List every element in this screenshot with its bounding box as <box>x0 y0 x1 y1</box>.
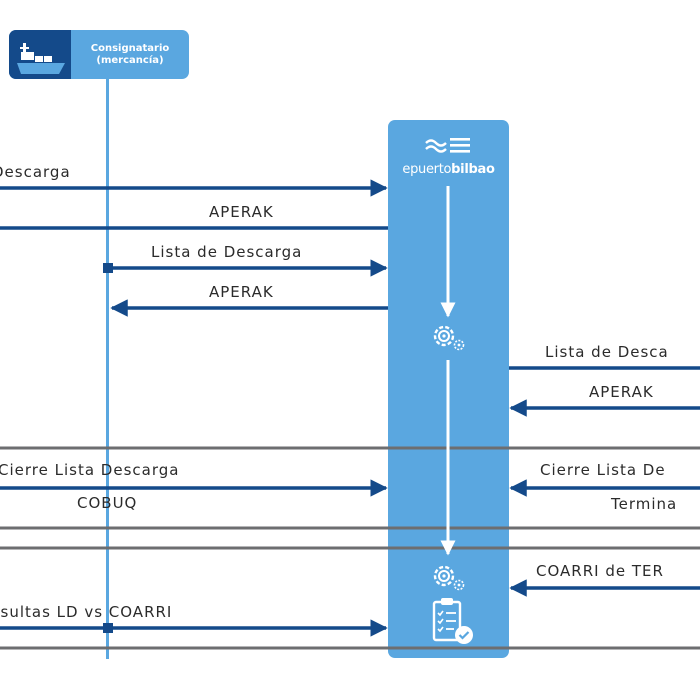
label-cierre-lista-descarga: Cierre Lista Descarga <box>0 461 180 479</box>
port-waves-icon <box>424 134 474 158</box>
consignee-lifeline <box>106 79 109 659</box>
label-lista-de-descarga: Lista de Descarga <box>151 243 303 261</box>
ship-cargo-icon <box>9 30 71 79</box>
label-aperak-right: APERAK <box>589 383 654 401</box>
label-aperak-2: APERAK <box>209 283 274 301</box>
process-gears-icon-1 <box>433 325 465 351</box>
label-coarri-right: COARRI de TER <box>536 562 664 580</box>
label-termina: Termina <box>611 495 678 513</box>
label-consultas: nsultas LD vs COARRI <box>0 603 173 621</box>
process-gears-icon-2 <box>433 565 465 591</box>
lifeline-marker-2 <box>103 623 113 633</box>
consignee-title-line2: (mercancía) <box>96 54 164 66</box>
port-brand-name: epuertobilbao <box>388 162 509 177</box>
label-cierre-lista-right: Cierre Lista De <box>540 461 666 479</box>
port-brand-suffix: bilbao <box>451 162 495 177</box>
label-descarga: Descarga <box>0 163 71 181</box>
lifeline-marker-1 <box>103 263 113 273</box>
consignee-title: Consignatario (mercancía) <box>71 30 189 79</box>
label-cobuq: COBUQ <box>77 494 138 512</box>
clipboard-check-icon <box>432 598 473 644</box>
port-brand-prefix: epuerto <box>402 162 452 177</box>
label-lista-desca-right: Lista de Desca <box>545 343 669 361</box>
label-aperak-1: APERAK <box>209 203 274 221</box>
consignee-title-line1: Consignatario <box>90 42 170 54</box>
consignee-header: Consignatario (mercancía) <box>9 30 189 79</box>
